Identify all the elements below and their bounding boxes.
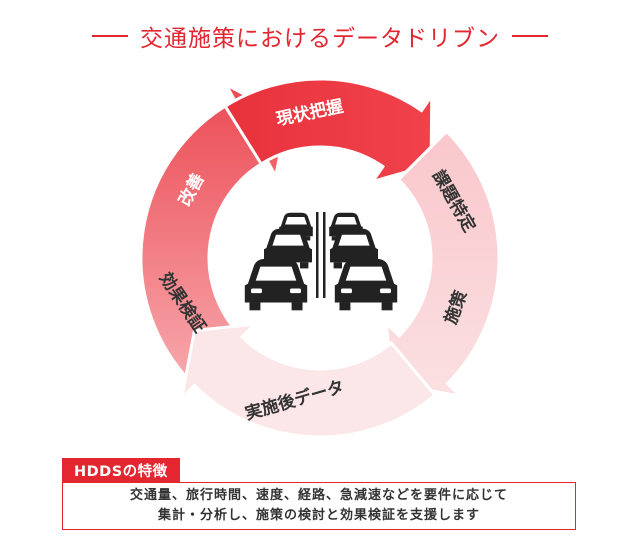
arrow-top	[223, 77, 434, 185]
arrow-bottom	[179, 322, 438, 439]
traffic-jam-cars-icon	[244, 212, 398, 311]
arrow-right	[384, 129, 501, 399]
feature-line-2: 集計・分析し、施策の検討と効果検証を支援します	[157, 508, 480, 523]
title-rule-right	[512, 35, 548, 37]
diagram-title: 交通施策におけるデータドリブン	[0, 18, 640, 54]
cycle-arrows	[139, 77, 501, 439]
title-rule-left	[92, 35, 128, 37]
feature-tag: HDDSの特徴	[62, 458, 180, 482]
feature-description: 交通量、旅行時間、速度、経路、急減速などを要件に応じて 集計・分析し、施策の検討…	[62, 482, 576, 530]
title-text: 交通施策におけるデータドリブン	[140, 26, 500, 52]
feature-line-1: 交通量、旅行時間、速度、経路、急減速などを要件に応じて	[129, 488, 508, 503]
